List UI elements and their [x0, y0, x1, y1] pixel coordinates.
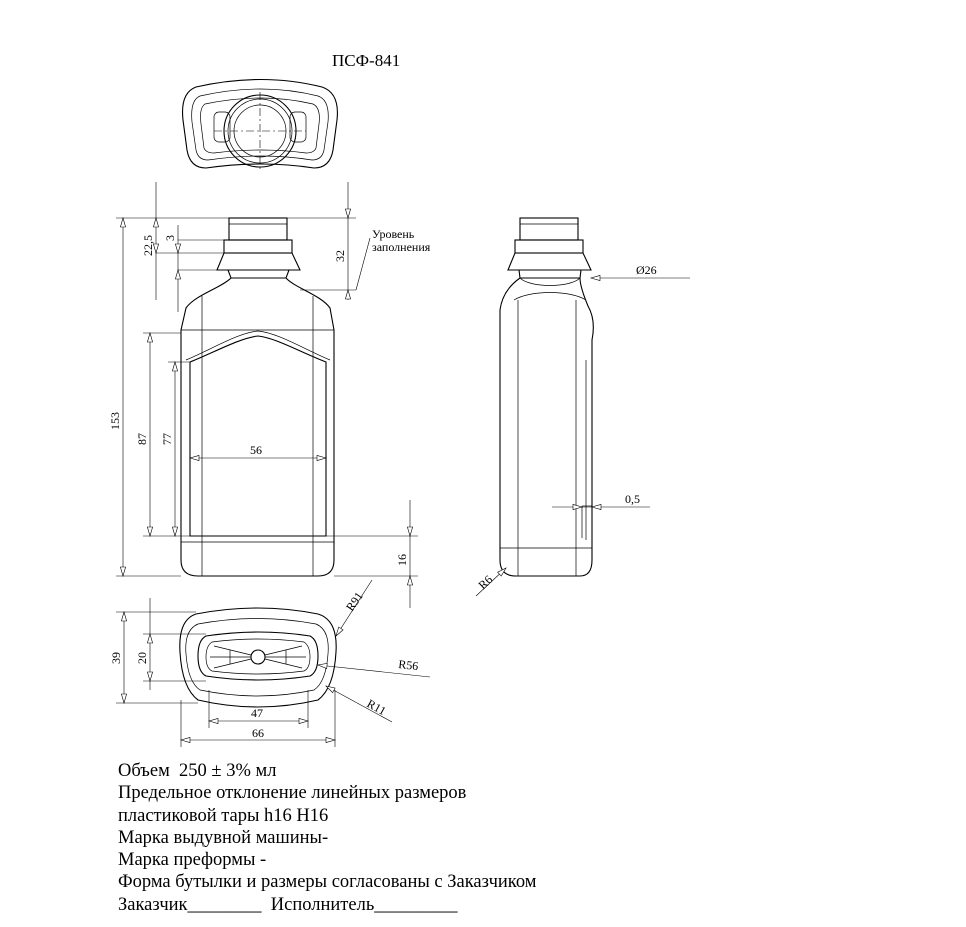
- dim-66: 66: [252, 726, 264, 740]
- dim-56: 56: [250, 443, 262, 457]
- front-view: [180, 217, 335, 577]
- dim-47: 47: [251, 706, 263, 720]
- dim-20: 20: [135, 652, 149, 664]
- fill-level-label-1: Уровень: [372, 227, 415, 241]
- side-view: [499, 217, 594, 577]
- dim-r6: R6: [475, 572, 495, 592]
- dim-39: 39: [109, 652, 123, 664]
- svg-text:20: 20: [135, 652, 149, 664]
- dim-0-5: 0,5: [625, 492, 640, 506]
- dim-32: 32: [333, 250, 347, 262]
- svg-text:16: 16: [395, 554, 409, 566]
- bottom-view: [179, 607, 337, 708]
- svg-text:3: 3: [163, 235, 177, 241]
- svg-text:32: 32: [333, 250, 347, 262]
- bottom-dimensions: 39 20 47 66 R91 R56 R11: [109, 579, 431, 747]
- front-dimensions: 153 22,5 3 32 Уровень заполнения 87: [108, 182, 431, 608]
- dim-77: 77: [160, 433, 174, 445]
- svg-text:22,5: 22,5: [141, 235, 155, 256]
- svg-text:R91: R91: [343, 589, 366, 613]
- note-preform: Марка преформы -: [118, 850, 267, 871]
- drawing-title: ПСФ-841: [332, 51, 400, 70]
- fill-level-label-2: заполнения: [372, 240, 431, 254]
- note-agreement: Форма бутылки и размеры согласованы с За…: [118, 872, 537, 893]
- svg-text:153: 153: [108, 412, 122, 430]
- note-signatures: Заказчик________ Исполнитель_________: [118, 894, 458, 915]
- svg-text:R11: R11: [365, 696, 389, 718]
- dim-87: 87: [135, 433, 149, 445]
- dim-r56: R56: [398, 657, 419, 673]
- side-dimensions: Ø26 0,5 R6: [475, 263, 690, 597]
- svg-text:R6: R6: [475, 572, 495, 592]
- dim-3: 3: [163, 235, 177, 241]
- note-tolerance-2: пластиковой тары h16 H16: [118, 805, 329, 826]
- svg-text:R56: R56: [398, 657, 419, 673]
- top-view: [181, 78, 338, 170]
- specification-notes: Объем 250 ± 3% мл Предельное отклонение …: [118, 760, 678, 916]
- dim-r91: R91: [343, 589, 366, 613]
- note-tolerance-1: Предельное отклонение линейных размеров: [118, 783, 467, 804]
- note-blow-machine: Марка выдувной машины-: [118, 827, 329, 848]
- dim-22-5: 22,5: [141, 235, 155, 256]
- svg-text:39: 39: [109, 652, 123, 664]
- svg-text:77: 77: [160, 433, 174, 445]
- svg-text:87: 87: [135, 433, 149, 445]
- dim-16: 16: [395, 554, 409, 566]
- dim-153: 153: [108, 412, 122, 430]
- note-volume: Объем 250 ± 3% мл: [118, 761, 277, 781]
- dim-d26: Ø26: [636, 263, 657, 277]
- dim-r11: R11: [365, 696, 389, 718]
